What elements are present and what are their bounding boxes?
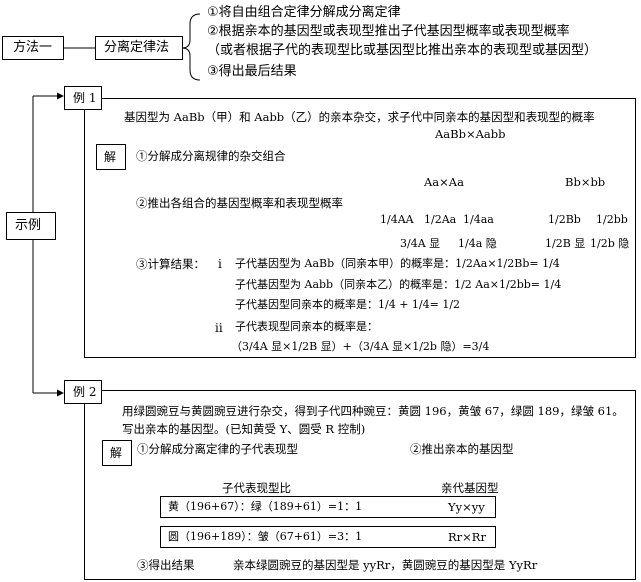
example-1-tag: 例 1 [73,91,97,105]
example-1-subcross-b: Bb×bb [565,175,606,189]
phenotype-a-dominant: 3/4A 显 [400,237,441,250]
example-1-step-1: ①分解成分离规律的杂交组合 [136,149,286,163]
result-line-5: （3/4A 显×1/2B 显）+（3/4A 显×1/2b 隐）=3/4 [231,340,490,353]
example-2-step-2: ②推出亲本的基因型 [410,442,514,456]
top-step-3: （或者根据子代的表现型比或基因型比推出亲本的表现型或基因型） [207,43,598,58]
phenotype-b-recessive: 1/2b 隐 [590,237,630,250]
example-2-question-2: 写出亲本的基因型。(已知黄受 Y、圆受 R 控制) [122,422,366,436]
method-box [2,36,64,60]
example-1-subcross-a: Aa×Aa [424,175,464,189]
top-step-2: ②根据亲本的基因型或表现型推出子代基因型概率或表现型概率 [207,24,570,39]
ratio-row-color: 黄（196+67）：绿（189+61）=1：1 [168,500,363,513]
example-side-box [6,212,56,240]
ratio-result-color: Yy×yy [448,500,485,514]
example-2-header-genotype: 亲代基因型 [441,481,499,495]
example-1-step-2: ②推出各组合的基因型概率和表现型概率 [136,196,343,210]
roman-ii: ii [215,321,223,335]
top-step-4: ③得出最后结果 [207,64,297,79]
method-label: 方法一 [13,40,53,55]
result-line-1: 子代基因型为 AaBb（同亲本甲）的概率是：1/2Aa×1/2Bb= 1/4 [235,257,560,270]
example-2-question-1: 用绿圆豌豆与黄圆豌豆进行杂交，得到子代四种豌豆：黄圆 196，黄皱 67，绿圆 … [122,404,624,418]
phenotype-a-recessive: 1/4a 隐 [458,237,497,250]
phenotype-b-dominant: 1/2B 显 [545,237,586,250]
example-1-cross: AaBb×Aabb [435,127,506,141]
example-1-step-3: ③计算结果： [136,257,205,271]
ratio-box-shape [160,526,496,548]
law-box [95,36,183,60]
genotype-aa-recessive: 1/4aa [463,213,494,226]
example-2-final: 亲本绿圆豌豆的基因型是 yyRr，黄圆豌豆的基因型是 YyRr [233,558,538,572]
example-2-step-3: ③得出结果 [137,558,195,572]
ratio-box-color [160,496,496,518]
ratio-row-shape: 圆（196+189）：皱（67+61）=3：1 [168,530,363,543]
genotype-aa-dominant: 1/4AA [380,213,414,226]
example-2-solve-label: 解 [110,446,123,460]
example-side-label: 示例 [15,218,42,233]
genotype-aa-hetero: 1/2Aa [424,213,457,226]
ratio-result-shape: Rr×Rr [448,530,486,544]
example-2-panel [84,390,636,580]
example-2-tag: 例 2 [73,385,97,399]
result-line-3: 子代基因型同亲本的概率是：1/4 + 1/4= 1/2 [235,298,461,311]
law-label: 分离定律法 [104,40,170,55]
example-1-panel [84,98,636,358]
example-1-question: 基因型为 AaBb（甲）和 Aabb（乙）的亲本杂交，求子代中同亲本的基因型和表… [124,110,595,124]
result-line-2: 子代基因型为 Aabb（同亲本乙）的概率是：1/2 Aa×1/2bb= 1/4 [235,278,562,291]
genotype-bb-recessive: 1/2bb [596,213,628,226]
genotype-bb-hetero: 1/2Bb [548,213,581,226]
example-1-solve-box [96,144,126,170]
example-2-solve-box [102,440,132,466]
top-step-1: ①将自由组合定律分解成分离定律 [207,5,401,20]
example-1-tag-box [64,86,102,110]
example-2-tag-box [64,380,102,404]
example-2-step-1: ①分解成分离定律的子代表现型 [137,442,298,456]
result-line-4: 子代表现型同亲本的概率是： [235,320,378,333]
example-2-header-phenotype: 子代表现型比 [222,481,291,495]
roman-i: i [218,257,222,271]
example-1-solve-label: 解 [104,150,117,164]
